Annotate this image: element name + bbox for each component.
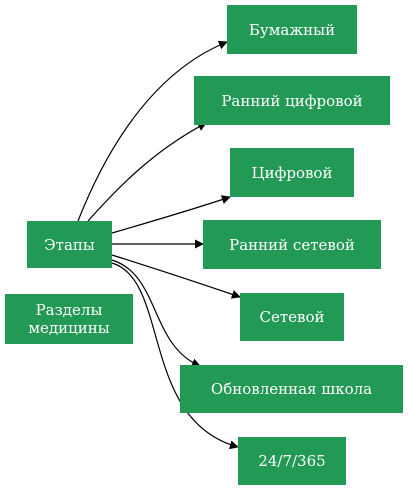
- edge-root-digital: [111, 195, 231, 234]
- node-paper-label: Бумажный: [248, 20, 336, 39]
- node-early-network[interactable]: Ранний сетевой: [203, 220, 381, 269]
- node-updated-school[interactable]: Обновленная школа: [180, 365, 403, 413]
- node-always-on-label: 24/7/365: [258, 452, 326, 470]
- node-root-label: Этапы: [44, 235, 95, 254]
- node-updated-school-label: Обновленная школа: [210, 380, 373, 398]
- node-early-network-label: Ранний сетевой: [229, 235, 355, 254]
- node-network[interactable]: Сетевой: [240, 293, 344, 341]
- edge-root-always-on: [111, 262, 239, 450]
- edge-root-network: [111, 254, 241, 299]
- node-early-digital[interactable]: Ранний цифровой: [194, 76, 390, 125]
- node-always-on[interactable]: 24/7/365: [238, 437, 346, 485]
- node-digital-label: Цифровой: [251, 163, 333, 182]
- node-paper[interactable]: Бумажный: [227, 5, 357, 54]
- node-root[interactable]: Этапы: [27, 221, 112, 268]
- node-early-digital-label: Ранний цифровой: [221, 91, 363, 110]
- edge-root-early-digital: [87, 122, 207, 222]
- node-sections-label: Разделы медицины: [28, 301, 110, 337]
- node-network-label: Сетевой: [259, 308, 325, 326]
- node-digital[interactable]: Цифровой: [230, 148, 354, 197]
- edge-root-updated-school: [111, 259, 201, 368]
- edge-root-paper: [77, 40, 228, 222]
- node-sections[interactable]: Разделы медицины: [5, 294, 133, 344]
